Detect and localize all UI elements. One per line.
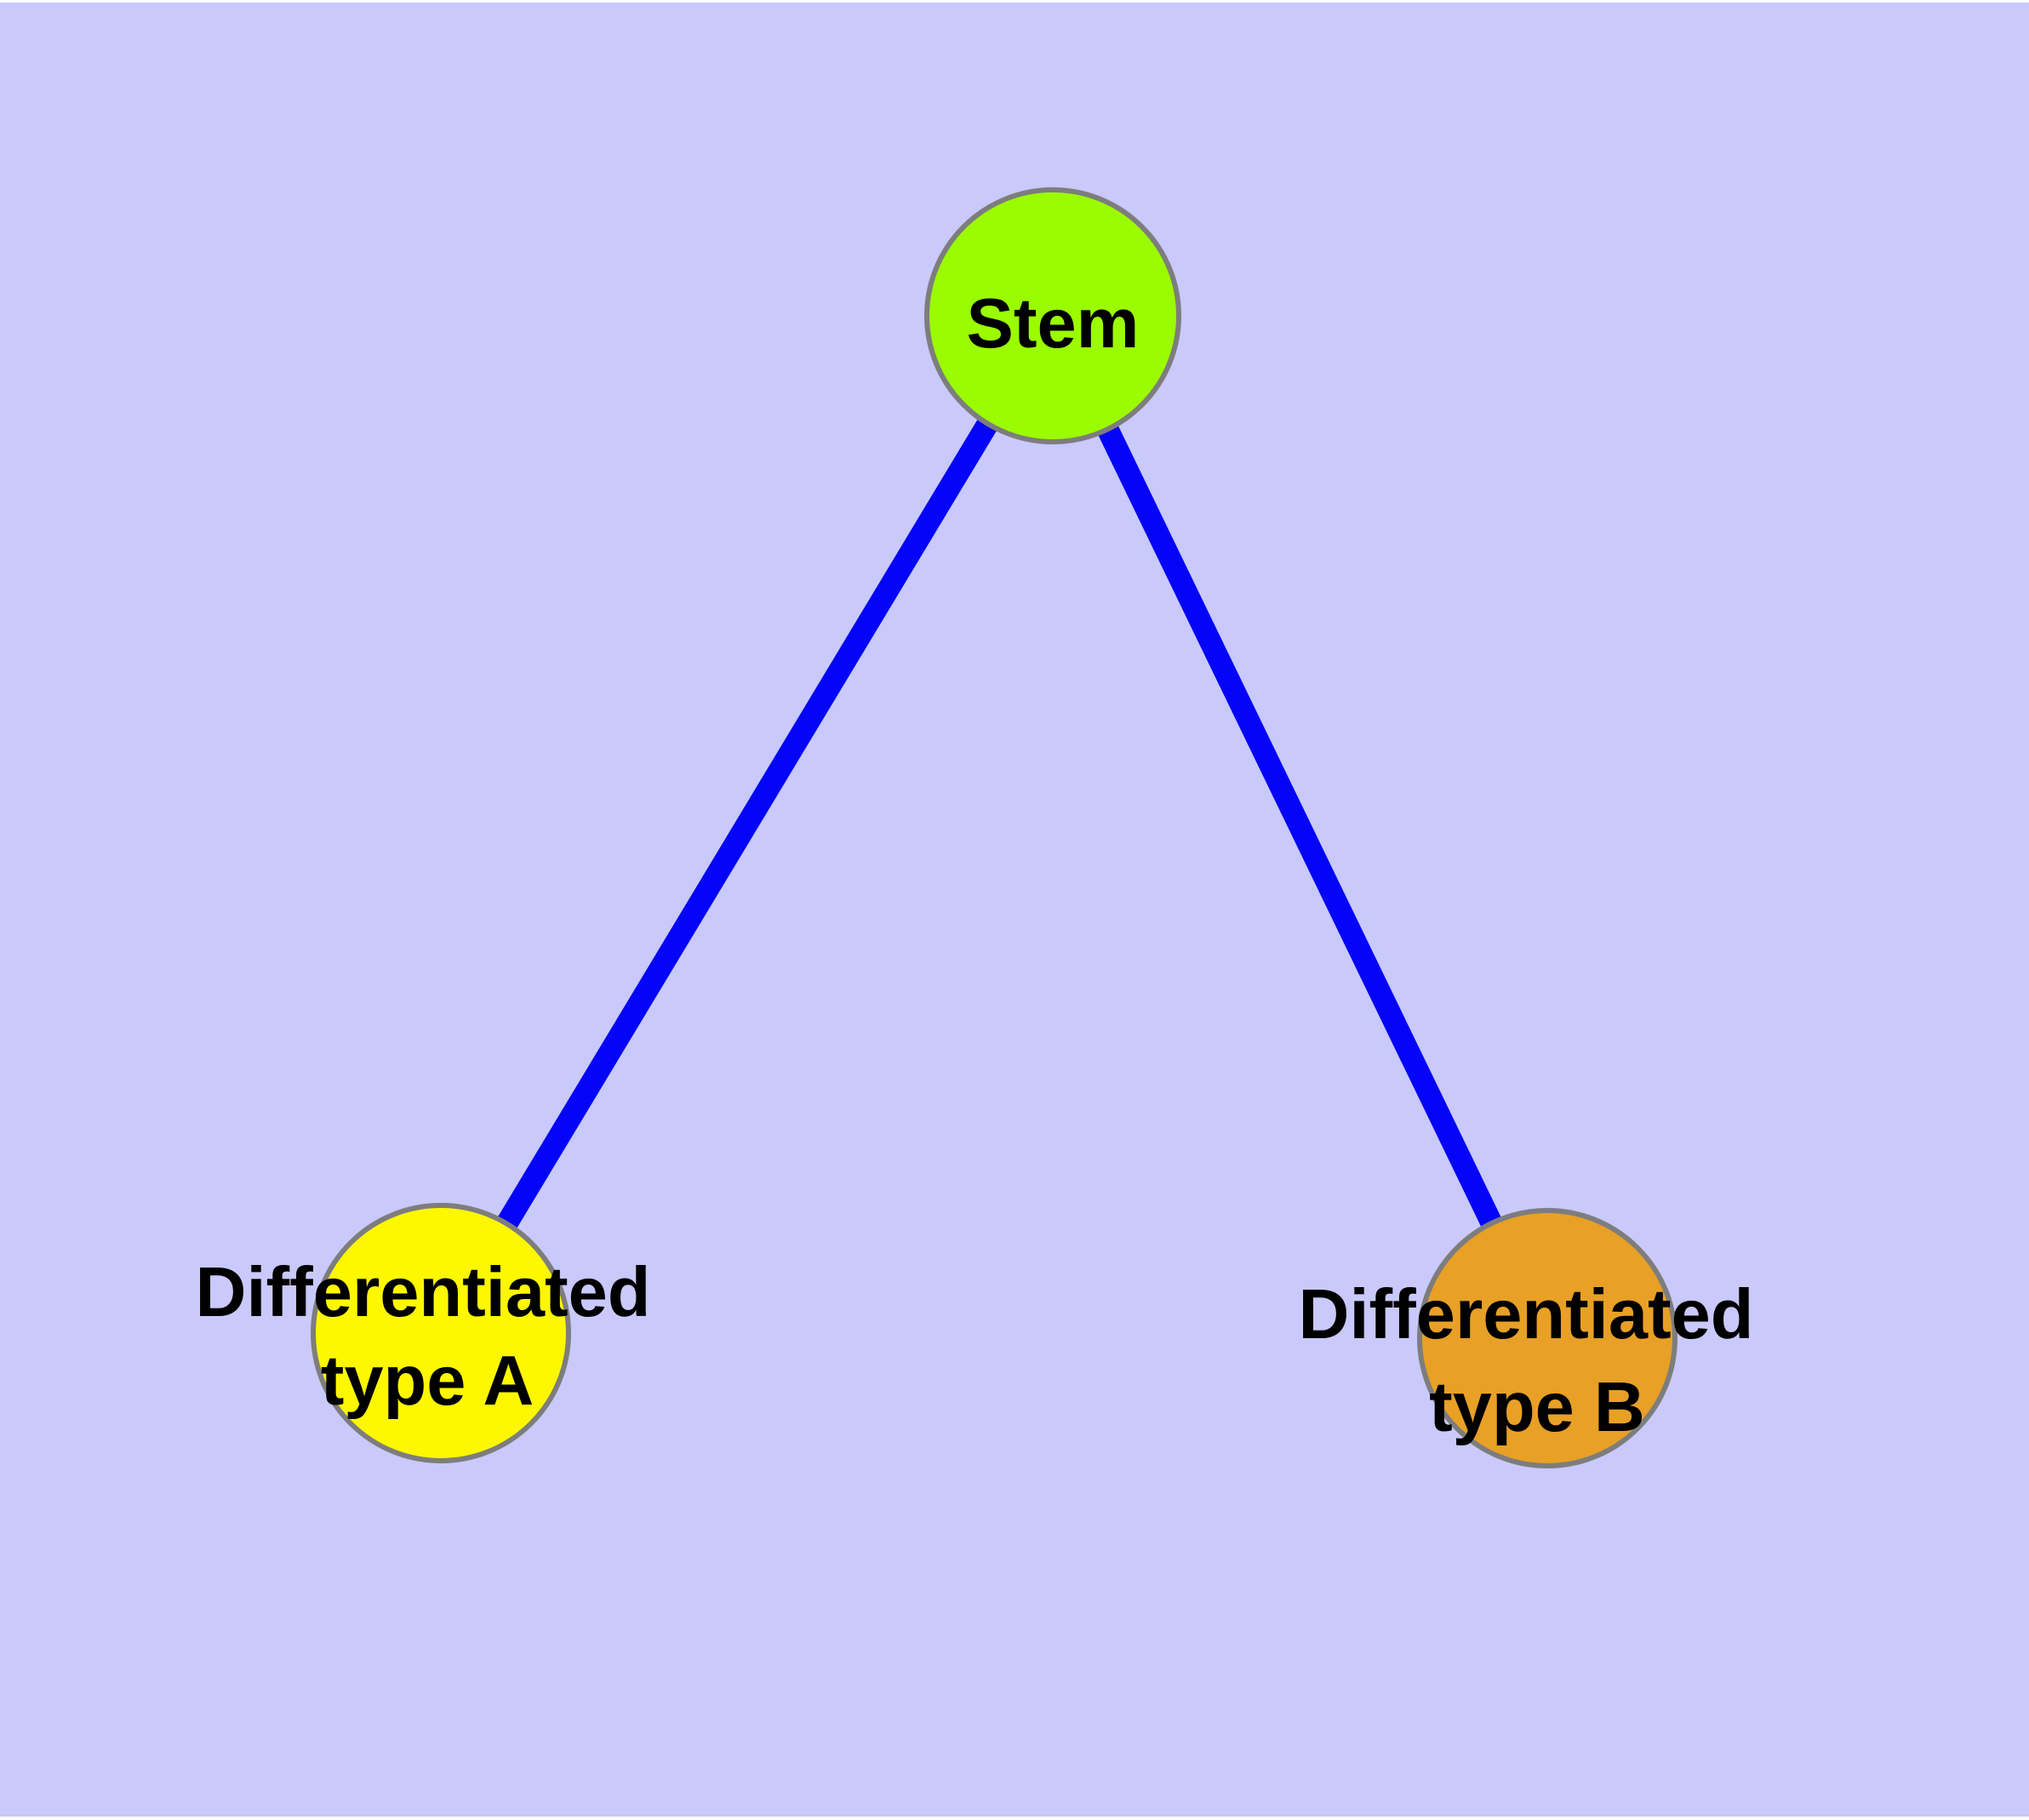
node-type-a-circle [311, 1203, 571, 1463]
node-type-a-label-line1: Differentiated [196, 1252, 651, 1331]
node-type-b-circle [1417, 1208, 1677, 1468]
node-type-a-label-line2: type A [321, 1341, 534, 1420]
node-differentiated-type-a: Differentiated type A [196, 1203, 651, 1463]
node-stem-circle [924, 187, 1181, 444]
node-stem: Stem [924, 187, 1181, 444]
node-type-b-label-line2: type B [1429, 1367, 1645, 1446]
edge-stem-to-type-a [431, 310, 1063, 1339]
node-differentiated-type-b: Differentiated type B [1299, 1208, 1754, 1468]
node-stem-label: Stem [967, 283, 1140, 363]
node-type-b-label-line1: Differentiated [1299, 1274, 1754, 1354]
edge-stem-to-type-b [1043, 311, 1557, 1343]
